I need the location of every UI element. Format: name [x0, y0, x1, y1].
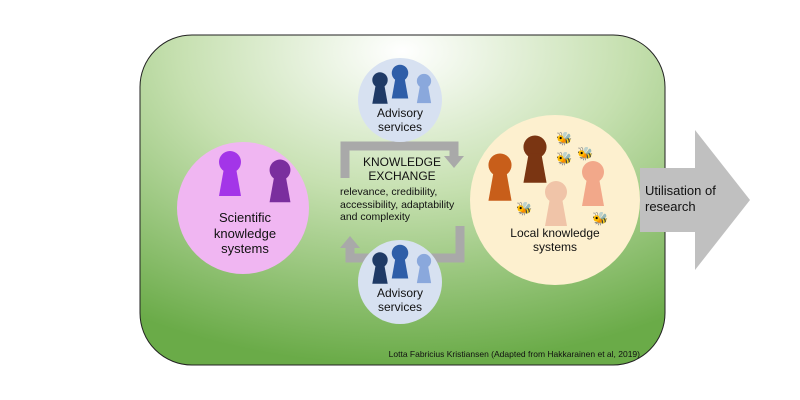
svg-text:🐝: 🐝: [516, 201, 532, 217]
bee-icon: 🐝 🐝 🐝 🐝 🐝: [516, 131, 608, 227]
scientific-label: Scientific knowledge systems: [213, 210, 277, 257]
exchange-criteria: relevance, credibility, accessibility, a…: [340, 186, 455, 224]
arrowhead-icon: [444, 156, 464, 168]
local-label: Local knowledge systems: [510, 226, 600, 255]
outcome-label: Utilisation of research: [645, 183, 716, 214]
svg-text:🐝: 🐝: [556, 151, 572, 167]
svg-text:🐝: 🐝: [556, 131, 572, 147]
credit-text: Lotta Fabricius Kristiansen (Adapted fro…: [388, 349, 640, 359]
advisory-top-label: Advisory services: [376, 106, 423, 135]
exchange-loop-arrow-top: [340, 141, 459, 178]
svg-text:🐝: 🐝: [592, 211, 608, 227]
arrowhead-icon: [340, 236, 360, 248]
svg-text:🐝: 🐝: [577, 146, 593, 162]
utilisation-arrow: [640, 130, 750, 270]
advisory-bottom-label: Advisory services: [376, 286, 423, 315]
exchange-title: KNOWLEDGE EXCHANGE: [362, 155, 441, 184]
